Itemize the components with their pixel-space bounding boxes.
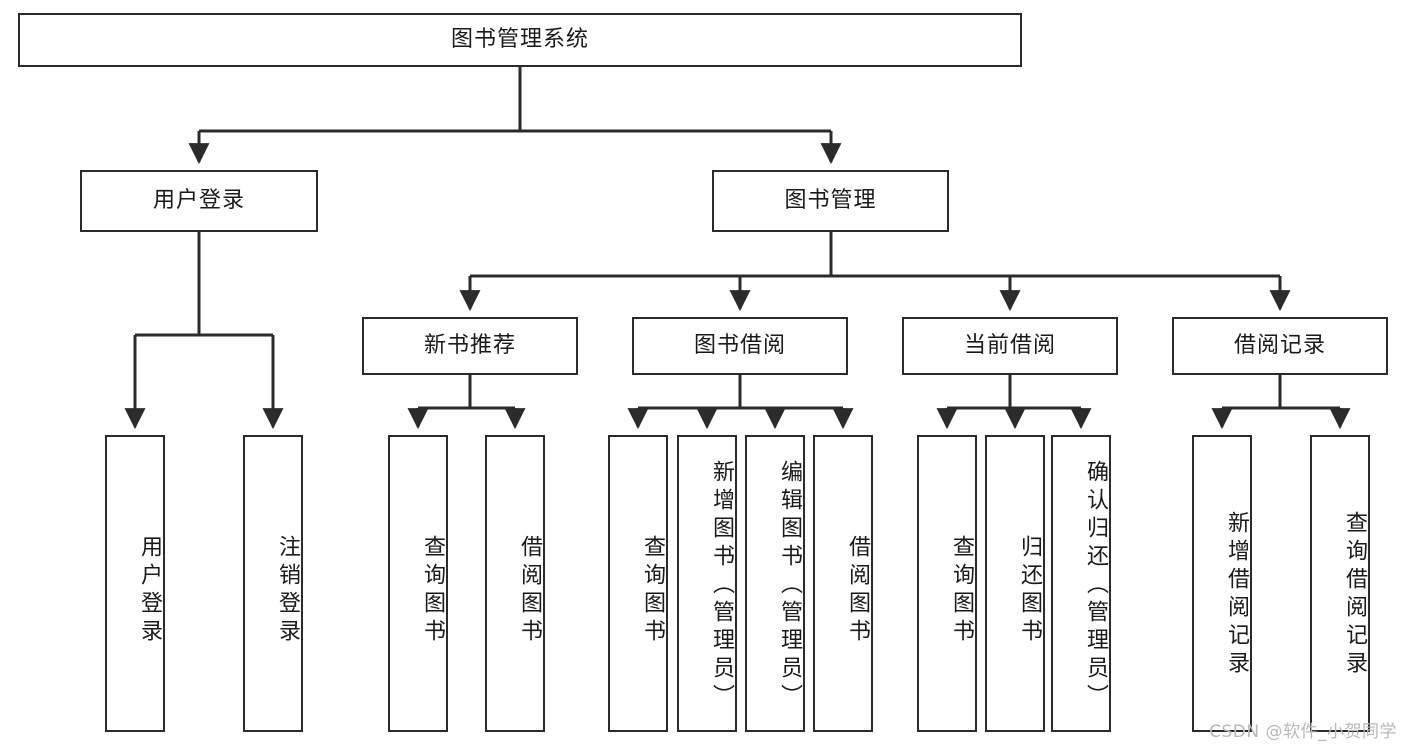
- node-leaf-logout[interactable]: 注销登录: [243, 435, 303, 732]
- node-leaf-return-book[interactable]: 归还图书: [985, 435, 1045, 732]
- node-leaf-query-book-3[interactable]: 查询图书: [917, 435, 977, 732]
- node-leaf-query-record-label: 查询借阅记录: [1342, 510, 1367, 679]
- node-new-book-rec[interactable]: 新书推荐: [362, 317, 578, 375]
- node-root-label: 图书管理系统: [450, 26, 589, 52]
- node-borrow-record[interactable]: 借阅记录: [1172, 317, 1388, 375]
- node-leaf-query-record[interactable]: 查询借阅记录: [1310, 435, 1370, 732]
- node-leaf-edit-book-label: 编辑图书（管理员）: [777, 459, 802, 712]
- node-leaf-return-book-label: 归还图书: [1017, 534, 1042, 647]
- node-book-borrow-label: 图书借阅: [693, 332, 786, 358]
- node-leaf-borrow-book-2-label: 借阅图书: [845, 534, 870, 647]
- node-borrow-record-label: 借阅记录: [1233, 332, 1326, 358]
- node-leaf-add-record[interactable]: 新增借阅记录: [1192, 435, 1252, 732]
- node-leaf-confirm-return[interactable]: 确认归还（管理员）: [1051, 435, 1111, 732]
- node-leaf-query-book-3-label: 查询图书: [949, 534, 974, 647]
- node-new-book-rec-label: 新书推荐: [423, 332, 516, 358]
- node-current-borrow[interactable]: 当前借阅: [902, 317, 1118, 375]
- csdn-watermark: CSDN @软件_小贺同学: [1209, 722, 1397, 742]
- node-user-login-label: 用户登录: [152, 187, 245, 213]
- node-leaf-borrow-book-1[interactable]: 借阅图书: [485, 435, 545, 732]
- node-leaf-confirm-return-label: 确认归还（管理员）: [1083, 459, 1108, 712]
- node-current-borrow-label: 当前借阅: [963, 332, 1056, 358]
- node-leaf-borrow-book-1-label: 借阅图书: [517, 534, 542, 647]
- node-leaf-add-book-label: 新增图书（管理员）: [709, 459, 734, 712]
- node-user-login[interactable]: 用户登录: [80, 170, 318, 232]
- node-book-manage-label: 图书管理: [784, 187, 877, 213]
- node-leaf-user-login[interactable]: 用户登录: [105, 435, 165, 732]
- node-leaf-query-book-1[interactable]: 查询图书: [388, 435, 448, 732]
- node-book-manage[interactable]: 图书管理: [712, 170, 949, 232]
- node-leaf-user-login-label: 用户登录: [137, 534, 162, 647]
- node-leaf-logout-label: 注销登录: [275, 534, 300, 647]
- node-leaf-query-book-1-label: 查询图书: [420, 534, 445, 647]
- node-leaf-add-record-label: 新增借阅记录: [1224, 510, 1249, 679]
- node-root[interactable]: 图书管理系统: [18, 13, 1022, 67]
- node-book-borrow[interactable]: 图书借阅: [632, 317, 848, 375]
- node-leaf-edit-book[interactable]: 编辑图书（管理员）: [745, 435, 805, 732]
- node-leaf-borrow-book-2[interactable]: 借阅图书: [813, 435, 873, 732]
- node-leaf-query-book-2-label: 查询图书: [640, 534, 665, 647]
- node-leaf-query-book-2[interactable]: 查询图书: [608, 435, 668, 732]
- node-leaf-add-book[interactable]: 新增图书（管理员）: [677, 435, 737, 732]
